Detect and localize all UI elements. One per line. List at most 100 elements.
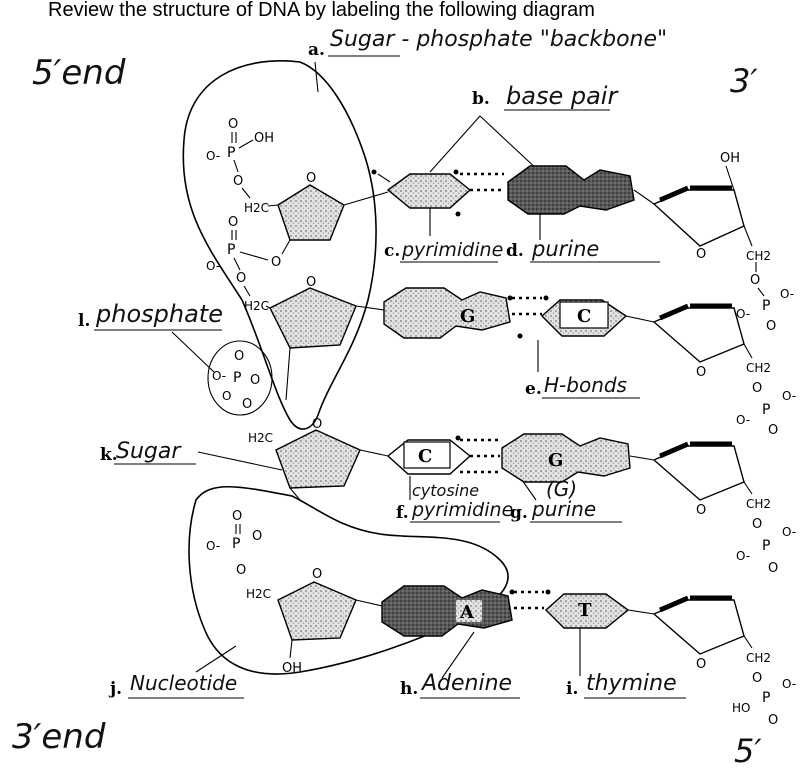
svg-text:H2C: H2C — [244, 201, 269, 215]
label-a-pointer — [315, 62, 318, 92]
svg-text:O: O — [312, 567, 322, 582]
svg-text:O: O — [768, 561, 778, 576]
svg-text:O: O — [233, 174, 243, 189]
svg-text:OH: OH — [254, 131, 274, 146]
label-h-answer: Adenine — [420, 671, 512, 696]
label-f-letter: f. — [396, 503, 409, 523]
label-l-pointer — [172, 332, 214, 372]
svg-text:O: O — [236, 563, 246, 578]
svg-text:CH2: CH2 — [746, 249, 771, 263]
right-phosphate-4: O P O- HO O — [732, 671, 796, 728]
svg-text:P: P — [232, 536, 240, 552]
label-c-answer: pyrimidine — [401, 239, 503, 261]
label-k-pointer — [198, 452, 282, 470]
label-d-letter: d. — [506, 241, 524, 261]
row4-purine-a: A — [356, 586, 512, 636]
row1-pyrimidine-ring — [344, 170, 470, 217]
top-phosphate-1: O P OH O- O H2C — [206, 117, 274, 215]
svg-text:G: G — [548, 450, 563, 471]
svg-text:O: O — [768, 713, 778, 728]
label-f-answer: pyrimidine — [411, 499, 513, 521]
svg-text:O: O — [752, 517, 762, 532]
label-c-letter: c. — [384, 241, 400, 261]
svg-text:O: O — [242, 397, 252, 412]
svg-text:O: O — [766, 319, 776, 334]
row1-purine-ring — [508, 166, 654, 214]
top-right-sugar-ring: O OH CH2 — [654, 151, 771, 263]
label-e-letter: e. — [525, 379, 542, 399]
svg-text:O: O — [306, 275, 316, 290]
svg-text:CH2: CH2 — [746, 361, 771, 375]
right-phosphate-2: O P O- O- O — [736, 381, 796, 438]
svg-text:O-: O- — [780, 287, 794, 301]
svg-text:O: O — [306, 171, 316, 186]
label-b-pointer — [430, 116, 540, 172]
svg-text:O: O — [228, 117, 238, 132]
svg-text:O: O — [234, 349, 244, 364]
svg-text:O: O — [250, 373, 260, 388]
top-phosphate-2: O P O- O H2C — [206, 215, 269, 313]
svg-text:HO: HO — [732, 701, 750, 715]
label-a-letter: a. — [308, 40, 325, 60]
label-a-answer: Sugar - phosphate "backbone" — [330, 27, 667, 52]
svg-text:O: O — [752, 671, 762, 686]
end-label-5-prime-top: 5′end — [32, 53, 126, 93]
label-g-letter: g. — [510, 503, 528, 523]
end-label-3-prime-bottom: 3′end — [12, 717, 106, 757]
svg-text:O: O — [696, 247, 706, 262]
svg-text:O: O — [222, 389, 231, 403]
svg-text:O-: O- — [736, 549, 750, 563]
svg-text:O: O — [752, 381, 762, 396]
svg-text:O: O — [696, 365, 706, 380]
row3-purine-g: G — [502, 434, 654, 482]
svg-text:O-: O- — [206, 259, 220, 273]
right-sugar-ring-3: O CH2 — [654, 444, 771, 518]
label-g-answer: purine — [531, 497, 596, 521]
bottom-sugar-ring: O OH — [278, 567, 356, 676]
label-g-pointer — [522, 480, 536, 500]
svg-text:H2C: H2C — [248, 431, 273, 445]
label-d-answer: purine — [531, 237, 599, 261]
circled-phosphate: O P O- O O O — [208, 341, 272, 415]
svg-text:G: G — [460, 306, 475, 327]
svg-text:O-: O- — [736, 413, 750, 427]
row3-pyrimidine-c: C — [360, 436, 470, 475]
label-j-answer: Nucleotide — [130, 671, 237, 695]
svg-text:O: O — [696, 657, 706, 672]
svg-text:O: O — [252, 529, 262, 544]
svg-text:O: O — [750, 273, 760, 288]
label-f-note: cytosine — [412, 481, 479, 500]
row2-purine-g: G — [356, 288, 510, 338]
svg-text:O: O — [696, 503, 706, 518]
label-k-answer: Sugar — [116, 439, 182, 464]
svg-text:CH2: CH2 — [746, 497, 771, 511]
svg-text:C: C — [577, 306, 591, 327]
svg-text:H2C: H2C — [244, 299, 269, 313]
label-b-answer: base pair — [506, 82, 619, 110]
svg-text:P: P — [762, 538, 770, 554]
top-sugar-ring-1: O O — [268, 171, 344, 270]
right-phosphate-3: O P O- O- O — [736, 517, 796, 576]
row2-pyrimidine-c: C — [542, 300, 654, 336]
label-l-answer: phosphate — [95, 300, 223, 328]
svg-text:O-: O- — [212, 369, 226, 383]
svg-text:O: O — [312, 417, 322, 432]
right-sugar-ring-4: O CH2 — [654, 598, 771, 672]
svg-text:O-: O- — [782, 389, 796, 403]
svg-text:P: P — [227, 145, 235, 161]
svg-text:O-: O- — [782, 525, 796, 539]
svg-text:O-: O- — [206, 539, 220, 553]
svg-text:T: T — [578, 600, 592, 621]
svg-text:O-: O- — [782, 677, 796, 691]
svg-text:O-: O- — [206, 149, 220, 163]
svg-text:H2C: H2C — [246, 587, 271, 601]
svg-text:O: O — [236, 271, 246, 286]
label-i-answer: thymine — [586, 671, 677, 696]
label-j-letter: j. — [108, 679, 122, 699]
right-phosphate-1: O P O- O- O — [736, 262, 794, 334]
end-label-3-prime-top: 3′ — [730, 62, 758, 100]
svg-text:CH2: CH2 — [746, 651, 771, 665]
svg-text:P: P — [762, 690, 770, 706]
right-sugar-ring-2: O CH2 — [654, 306, 771, 380]
